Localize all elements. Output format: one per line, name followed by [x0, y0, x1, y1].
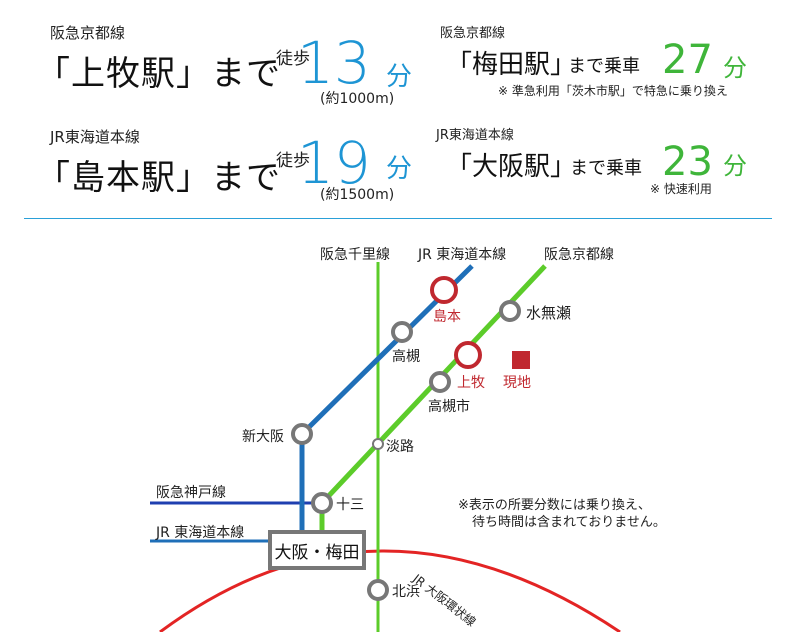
row1-dest-unit: 分	[723, 54, 747, 82]
row2-station-phrase: 「島本駅」まで	[36, 158, 281, 198]
station-kitahama-marker	[367, 579, 389, 601]
label-station-shinosaka: 新大阪	[242, 429, 284, 445]
row2-line-label: JR東海道本線	[50, 128, 140, 146]
label-station-shimamoto: 島本	[433, 309, 461, 325]
label-station-kitahama: 北浜	[392, 584, 420, 600]
label-kobe-line: 阪急神戸線	[156, 485, 226, 501]
row2-dest-station: 「大阪駅」	[446, 152, 577, 182]
row1-line-label: 阪急京都線	[50, 24, 126, 42]
row1-walk-unit: 分	[386, 62, 413, 92]
label-station-kanmaki: 上牧	[457, 375, 485, 391]
row2-dest-minutes: 23	[662, 139, 713, 185]
row1-station-phrase: 「上牧駅」まで	[36, 54, 281, 94]
label-kyoto-line: 阪急京都線	[544, 247, 614, 263]
row2-by-train: まで乗車	[570, 158, 642, 179]
station-takatsuki-marker	[391, 321, 413, 343]
terminal-osaka-umeda: 大阪・梅田	[268, 530, 366, 570]
label-station-takatsukishi: 高槻市	[428, 399, 470, 415]
station-kanmaki-marker	[454, 341, 482, 369]
row1-dest-station: 「梅田駅」	[446, 50, 577, 80]
station-juso-marker	[311, 492, 333, 514]
row1-dest-minutes: 27	[662, 37, 713, 83]
divider-line	[24, 218, 772, 219]
row1-by-train: まで乗車	[568, 56, 640, 77]
row1-dest-line: 阪急京都線	[440, 26, 506, 41]
notice-line-1: ※表示の所要分数には乗り換え、	[458, 498, 651, 513]
label-station-minase: 水無瀬	[526, 304, 572, 322]
station-shinosaka-marker	[291, 423, 313, 445]
station-shimamoto-marker	[430, 276, 458, 304]
site-marker	[512, 351, 530, 369]
label-jr-tokaido-top: JR 東海道本線	[418, 247, 507, 263]
row1-walk-minutes: 13	[297, 29, 371, 97]
row2-note: ※ 快速利用	[650, 182, 712, 196]
row2-dest-unit: 分	[723, 152, 747, 180]
station-awaji-marker	[372, 438, 384, 450]
row2-distance: (約1500m)	[320, 187, 395, 203]
notice-line-2: 待ち時間は含まれておりません。	[472, 515, 666, 530]
label-jr-tokaido-left: JR 東海道本線	[156, 525, 245, 541]
label-senri-line: 阪急千里線	[320, 247, 390, 263]
jr-loop-line	[159, 549, 621, 632]
terminal-osaka-umeda-label: 大阪・梅田	[274, 542, 360, 563]
row1-note: ※ 準急利用「茨木市駅」で特急に乗り換え	[498, 84, 728, 98]
row1-distance: (約1000m)	[320, 91, 395, 107]
label-station-juso: 十三	[336, 497, 364, 513]
row2-walk-minutes: 19	[297, 129, 371, 197]
row2-walk-unit: 分	[386, 154, 413, 184]
row2-dest-line: JR東海道本線	[436, 128, 514, 143]
label-station-awaji: 淡路	[386, 439, 414, 455]
label-site: 現地	[503, 375, 531, 391]
station-minase-marker	[499, 300, 521, 322]
label-station-takatsuki: 高槻	[392, 349, 420, 365]
station-takatsukishi-marker	[429, 371, 451, 393]
